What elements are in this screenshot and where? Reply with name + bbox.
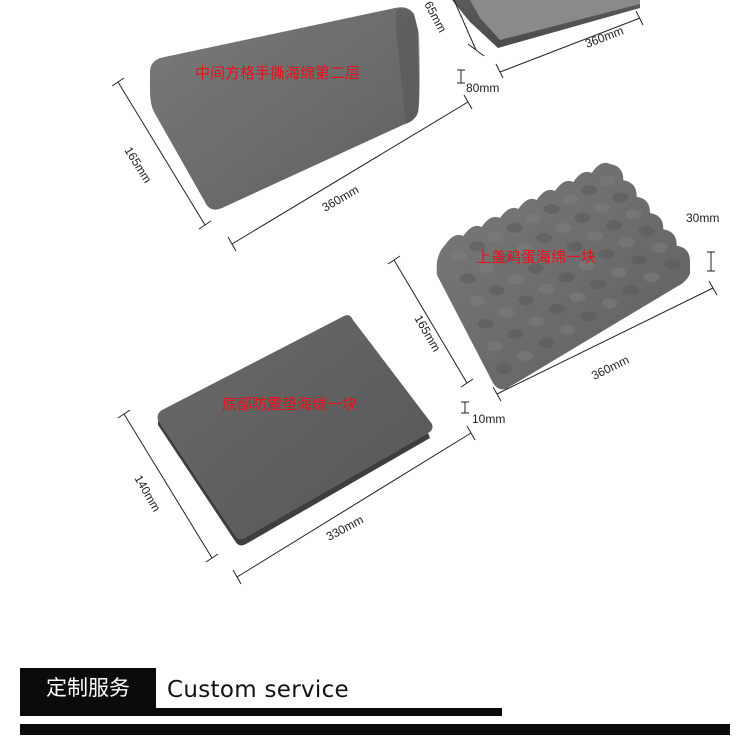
egg-crate-bump [518,295,535,306]
egg-crate-bump [498,307,514,318]
egg-crate-bump [590,279,606,290]
egg-crate-bump [527,263,544,274]
egg-crate-bump [566,241,583,252]
egg-crate-bump [487,232,504,243]
egg-crate-bump [517,243,533,254]
egg-crate-bump [558,272,575,283]
egg-crate-bump [580,311,597,322]
egg-crate-bump [593,202,610,213]
bottom-pad-dim-height: 10mm [472,412,505,426]
egg-crate-bump [643,272,660,283]
bottom-pad-dim-depth: 140mm [131,473,163,515]
egg-crate-bump [517,350,534,361]
middle-dim-height: 80mm [466,81,499,95]
title-underline [20,708,502,716]
egg-crate-bump [610,267,627,278]
egg-crate-bump [507,329,524,339]
egg-crate-bump [618,237,635,248]
egg-crate-bump [651,242,668,253]
egg-crate-bump [622,285,639,296]
egg-crate-bump [543,204,560,214]
egg-crate-bump [559,324,576,335]
divider-bar [20,724,730,735]
egg-crate-bump [631,255,648,265]
egg-crate-label: 上盖鸡蛋海绵一块 [476,248,596,266]
middle-foam-block: 中间方格手撕海绵第二层 [150,7,420,210]
egg-crate-bump [574,212,591,223]
egg-crate-bump [538,283,555,294]
egg-crate-bump [459,273,476,284]
egg-crate-bump [664,259,681,270]
egg-crate-bump [487,341,503,352]
egg-crate-bump [488,285,505,296]
egg-crate-bump [498,253,514,264]
egg-crate-bump [547,252,564,263]
egg-crate-dim-height: 30mm [686,211,719,225]
egg-crate-bump [578,260,595,271]
egg-crate-bump [525,213,541,224]
egg-crate-bump [606,220,622,231]
middle-dim-depth: 165mm [121,144,154,185]
egg-crate-bump [599,175,616,186]
egg-crate-bump [506,222,523,233]
egg-crate-bump [536,233,553,243]
egg-crate-bump [469,241,486,252]
egg-crate-bump [555,222,572,233]
egg-crate-bump [601,298,618,309]
custom-service-title-cn: 定制服务 [20,668,156,708]
egg-crate-bump [638,226,655,236]
egg-crate-bump [450,250,467,261]
egg-crate-bump [528,316,545,327]
egg-crate-bump [569,292,586,302]
egg-crate-bump [548,304,565,315]
top-dim-cut: 65mm [421,0,449,35]
egg-crate-bump [562,194,579,205]
egg-crate-bump [625,209,642,220]
egg-crate-bump [612,192,629,203]
egg-crate-foam-block: 上盖鸡蛋海绵一块 [436,162,691,390]
egg-crate-bump [468,296,485,307]
egg-crate-dim-depth: 165mm [411,313,443,355]
egg-crate-bump [538,337,555,348]
top-dim-width: 360mm [583,23,625,50]
egg-crate-dim-width: 360mm [589,353,631,383]
egg-crate-bump [478,318,494,329]
custom-service-title-en: Custom service [167,677,350,703]
bottom-foam-pad: 底部防震垫海绵一块 [157,315,433,546]
egg-crate-bump [586,231,603,241]
egg-crate-bump [496,364,513,374]
egg-crate-bump [598,249,615,260]
egg-crate-bump [508,274,524,285]
top-partial-block [452,0,640,48]
egg-crate-bump [478,263,495,274]
bottom-pad-label: 底部防震垫海绵一块 [222,395,357,413]
egg-crate-bump [580,185,597,196]
bottom-pad-dim-width: 330mm [324,513,366,544]
middle-layer-label: 中间方格手撕海绵第二层 [195,64,360,82]
